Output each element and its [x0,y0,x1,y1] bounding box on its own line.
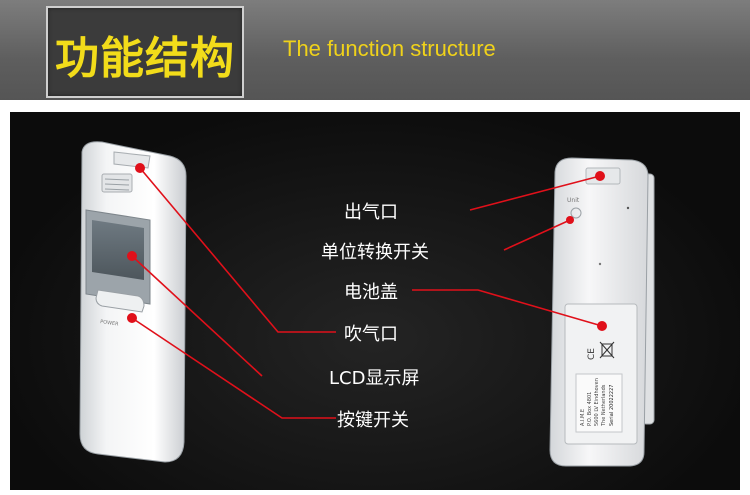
pointer-dots [127,163,607,331]
dot-mouthpiece [135,163,145,173]
pointer-unit-switch [503,219,571,251]
page-title-cn: 功能结构 [55,33,235,84]
label-line2: 5600 LV Eindhoven [594,378,600,426]
label-outlet: 出气口 [344,202,398,223]
label-brand: A.I.M.E [580,409,586,426]
page-title-en: The function structure [283,36,496,61]
weee-icon [601,343,613,357]
power-button [95,289,145,313]
pointer-battery-cover [412,289,603,327]
label-lcd: LCD显示屏 [329,368,420,389]
label-line1: P.O. Box 4801 [587,392,593,426]
pointer-outlet [469,175,601,211]
label-line3: The Netherlands [601,384,607,427]
label-battery-cover: 电池盖 [344,282,398,303]
device-back: Unit A.I.M.E P.O. Box 4801 5600 LV Eindh… [549,157,655,467]
vent-grille [101,173,133,193]
pointer-lcd [131,255,263,377]
label-mouthpiece: 吹气口 [344,324,398,345]
unit-switch-text: Unit [567,197,580,204]
serial-number: 20022227 [609,385,615,410]
dot-lcd [127,251,137,261]
pointer-power-button [131,317,336,419]
dot-outlet [595,171,605,181]
device-front: POWER [79,141,187,463]
product-stage: POWER Unit A.I.M.E P.O. Box 4801 5600 LV… [10,112,740,490]
label-unit-switch: 单位转换开关 [321,242,429,263]
title-box: 功能结构 [46,6,244,98]
dot-battery-cover [597,321,607,331]
serial-prefix: Serial [609,412,615,426]
dot-power-button [127,313,137,323]
power-button-text: POWER [100,319,120,328]
header-banner: 功能结构 The function structure [0,0,750,100]
pointer-mouthpiece [139,167,336,333]
pointer-lines [131,167,603,419]
dot-unit-switch [566,216,574,224]
label-power-button: 按键开关 [337,410,409,431]
product-illustration: POWER Unit A.I.M.E P.O. Box 4801 5600 LV… [79,141,655,467]
rating-label [575,373,623,433]
lcd-screen [92,220,144,280]
unit-switch [570,207,582,219]
ce-mark: CE [587,348,597,360]
